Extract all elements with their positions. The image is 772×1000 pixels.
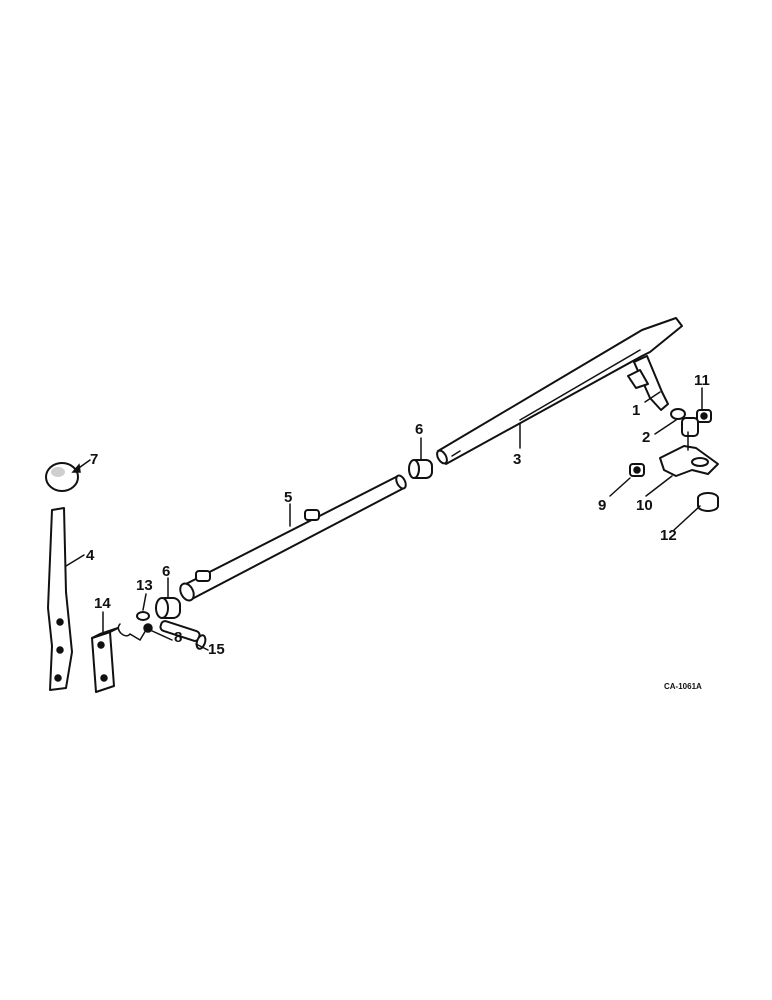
part-12-cap bbox=[697, 492, 719, 512]
leader-lines bbox=[65, 387, 703, 651]
leader-2 bbox=[654, 419, 677, 435]
callout-11: 11 bbox=[694, 372, 710, 389]
part-10-bracket bbox=[659, 431, 719, 477]
callout-6-upper: 6 bbox=[415, 421, 423, 438]
part-3-rod bbox=[436, 317, 683, 465]
part-9-fitting bbox=[629, 463, 645, 477]
callout-1: 1 bbox=[632, 402, 640, 419]
part-8-spring-clip bbox=[117, 623, 153, 642]
part-7-knob bbox=[45, 462, 79, 492]
leader-9 bbox=[609, 477, 631, 497]
part-4-lever bbox=[47, 507, 73, 691]
part-5-tube bbox=[179, 474, 407, 602]
part-2-collar bbox=[670, 408, 699, 437]
part-14-block bbox=[91, 627, 119, 693]
callout-9: 9 bbox=[598, 497, 606, 514]
leader-1 bbox=[644, 391, 661, 403]
callout-10: 10 bbox=[636, 497, 653, 514]
callout-14: 14 bbox=[94, 595, 111, 612]
callout-13: 13 bbox=[136, 577, 153, 594]
callout-7: 7 bbox=[90, 451, 98, 468]
callout-12: 12 bbox=[660, 527, 677, 544]
callout-labels: 7 4 14 13 6 8 15 5 6 3 1 11 2 9 10 12 CA… bbox=[86, 372, 710, 691]
leader-15 bbox=[195, 643, 209, 651]
callout-2: 2 bbox=[642, 429, 650, 446]
part-11-fitting bbox=[696, 409, 712, 423]
leader-12 bbox=[673, 505, 701, 531]
callout-15: 15 bbox=[208, 641, 225, 658]
part-13-washer bbox=[136, 611, 150, 621]
callout-5: 5 bbox=[284, 489, 292, 506]
callout-4: 4 bbox=[86, 547, 95, 564]
leader-4 bbox=[65, 554, 85, 567]
part-6-bushing-upper bbox=[408, 459, 433, 479]
callout-3: 3 bbox=[513, 451, 521, 468]
leader-8 bbox=[149, 629, 173, 641]
callout-8: 8 bbox=[174, 629, 182, 646]
part-6-bushing-lower bbox=[155, 597, 181, 619]
part-15-pin bbox=[159, 620, 207, 650]
leader-10 bbox=[645, 475, 673, 497]
leader-13 bbox=[142, 593, 147, 611]
drawing-code: CA-1061A bbox=[664, 682, 702, 691]
callout-6-lower: 6 bbox=[162, 563, 170, 580]
